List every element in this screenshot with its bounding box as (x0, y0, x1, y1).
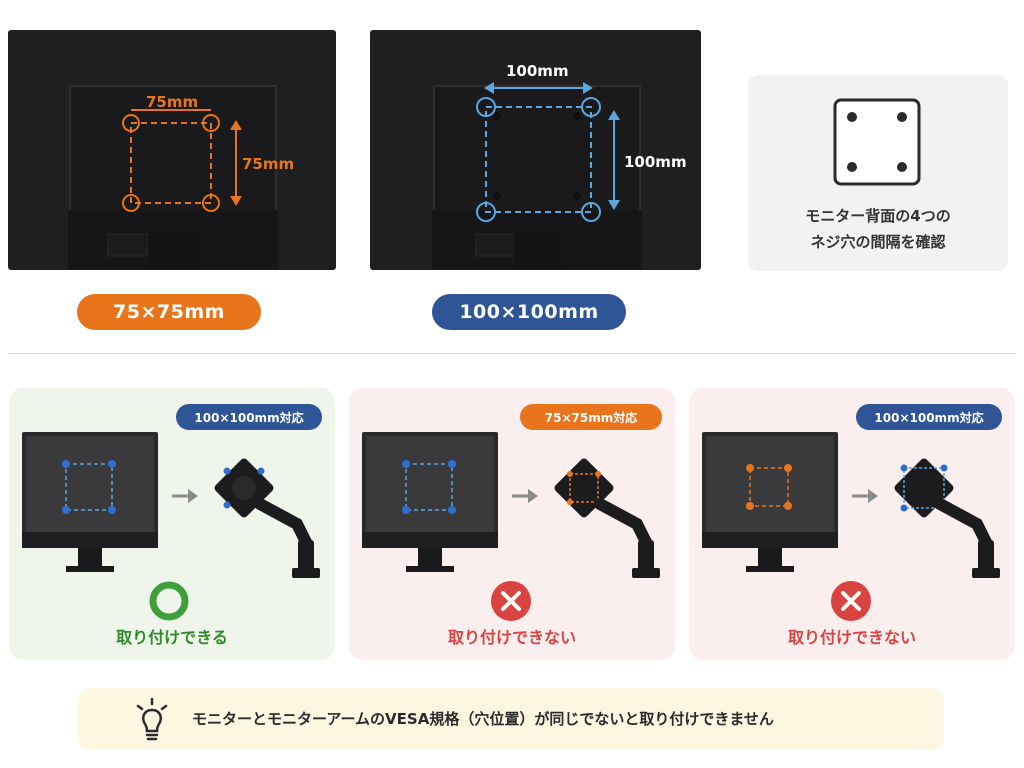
monitor-75-diagram (8, 30, 336, 271)
size-pill-75: 75×75mm (77, 294, 261, 330)
panel-3-diagram (702, 432, 1000, 578)
result-label-3: 取り付けできない (787, 628, 916, 647)
vesa-holes-icon (833, 98, 921, 186)
x-circle-icon (831, 581, 871, 621)
tip-text: モニターとモニターアームのVESA規格（穴位置）が同じでないと取り付けできません (192, 710, 774, 728)
dim-label-75-vertical: 75mm (242, 155, 295, 173)
compat-badge-3: 100×100mm対応 (856, 404, 1002, 430)
result-label-1: 取り付けできる (116, 628, 228, 647)
info-line-2: ネジ穴の間隔を確認 (810, 233, 946, 251)
dim-label-75-horizontal: 75mm (146, 93, 199, 111)
monitor-100-diagram (370, 30, 701, 271)
info-line-1: モニター背面の4つの (805, 207, 951, 225)
dim-label-100-horizontal: 100mm (506, 62, 569, 80)
result-label-2: 取り付けできない (447, 628, 576, 647)
panel-1-diagram (22, 432, 320, 578)
x-circle-icon (491, 581, 531, 621)
vesa-info-card: モニター背面の4つの ネジ穴の間隔を確認 (748, 75, 1008, 271)
lightbulb-icon (136, 698, 168, 741)
size-pill-100: 100×100mm (432, 294, 626, 330)
monitor-back-75 (8, 30, 336, 271)
monitor-back-100 (370, 30, 701, 271)
compat-badge-2: 75×75mm対応 (520, 404, 662, 430)
dim-label-100-vertical: 100mm (624, 153, 687, 171)
compat-badge-1: 100×100mm対応 (176, 404, 322, 430)
check-circle-icon (149, 581, 189, 621)
section-divider (8, 353, 1016, 354)
tip-bar: モニターとモニターアームのVESA規格（穴位置）が同じでないと取り付けできません (78, 688, 944, 750)
panel-2-diagram (362, 432, 660, 578)
